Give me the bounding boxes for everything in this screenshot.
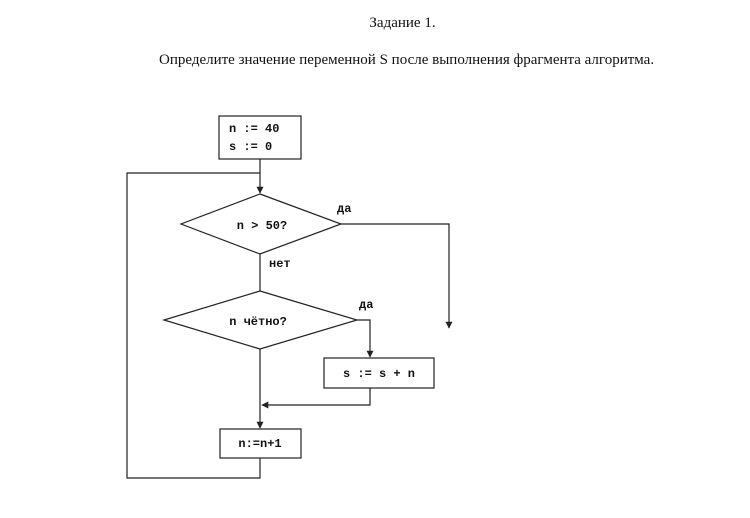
connector-cond2-yes [357,319,374,358]
condition1-label: n > 50? [237,219,287,233]
connector-cond1-yes [341,223,453,329]
increment-label: n:=n+1 [238,437,281,451]
assign-sum-label: s := s + n [343,367,415,381]
condition2-label: n чётно? [229,315,287,329]
init-line2: s := 0 [229,140,272,154]
task-title: Задание 1. [369,15,436,31]
connector-loop-back [126,172,261,479]
init-line1: n := 40 [229,122,279,136]
init-block [218,115,302,160]
condition1-no-label: нет [269,257,291,271]
task-text: Определите значение переменной S после в… [159,52,655,68]
condition1-yes-label: да [337,202,351,216]
assign-sum-block [323,357,435,389]
connector-assign-to-merge [261,388,371,409]
condition2-yes-label: да [359,298,373,312]
